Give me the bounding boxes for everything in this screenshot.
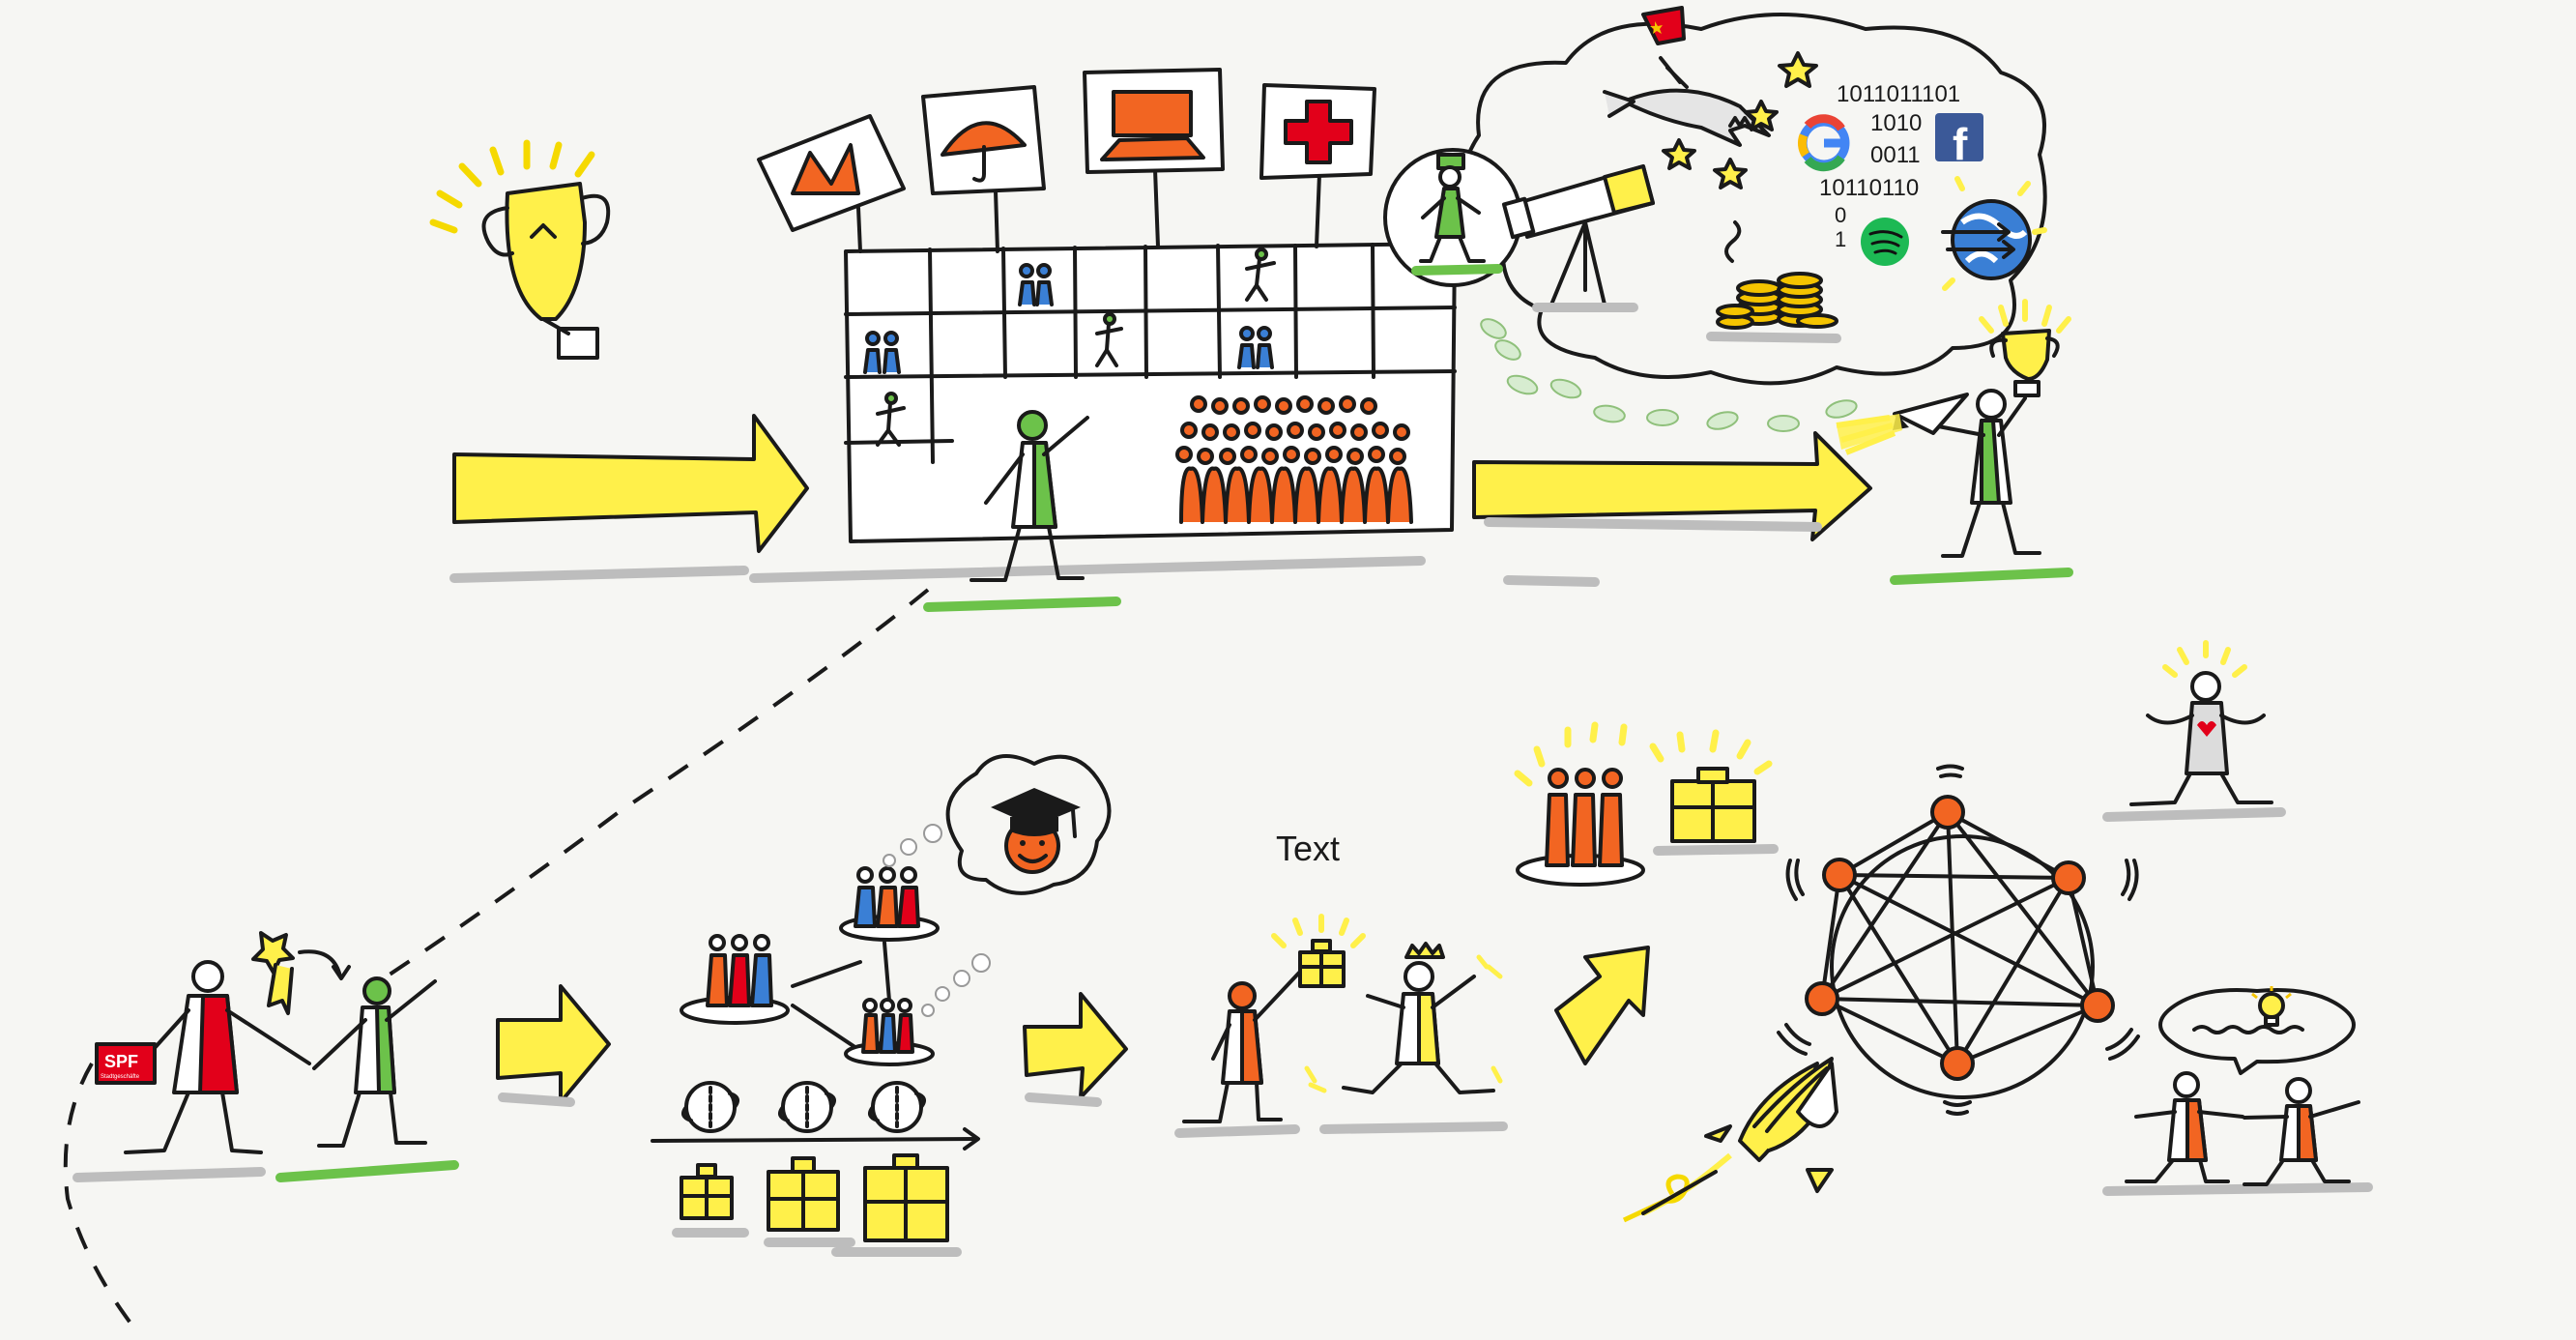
- binary-line-1: 1011011101: [1837, 81, 1960, 107]
- google-icon: G: [1798, 114, 1850, 172]
- gift-handover-scene: [1174, 914, 1508, 1138]
- team-with-gift-scene: [1514, 721, 1779, 887]
- handshake-scene: SPF Stadtgeschäfte: [72, 931, 459, 1182]
- network-graph: [1777, 764, 2140, 1116]
- timeline-scene: [651, 1081, 980, 1257]
- trophy-icon: [429, 139, 611, 360]
- arrow-right-3: [496, 984, 611, 1107]
- sign-computer-icon: [1083, 68, 1225, 248]
- clock-icon: [777, 1081, 837, 1133]
- team-network-scene: [680, 754, 1112, 1066]
- binary-line-2: 1010: [1870, 110, 1922, 136]
- spf-badge-label: SPF: [104, 1052, 138, 1071]
- grid-board: [749, 242, 1457, 583]
- grid-people-green: [876, 248, 1276, 447]
- lightbulb-icon: [2251, 986, 2292, 1027]
- telescope-scene: [1383, 148, 1655, 312]
- eu-stars-icon: [1662, 51, 1818, 189]
- shark-icon: [1603, 6, 1771, 147]
- clock-icon: [680, 1081, 740, 1133]
- arrow-right-2: [1472, 431, 1872, 587]
- binary-text: 1011011101 1010 0011 10110110 0 1: [1819, 81, 1960, 251]
- person-green-megaphone: [1836, 299, 2073, 585]
- arrow-right-1: [449, 414, 809, 583]
- thought-cloud: G 1011011101 1010 0011 10110110 0 1 f: [1462, 6, 2047, 432]
- gift-box-icon: [764, 1156, 855, 1247]
- grid-people-blue: [863, 263, 1274, 374]
- facebook-letter: f: [1953, 119, 1968, 169]
- binary-line-6: 1: [1835, 227, 1846, 251]
- binary-line-3: 0011: [1870, 142, 1921, 168]
- sign-medical-cross-icon: [1259, 83, 1376, 248]
- sign-factory-icon: [757, 114, 906, 253]
- dashed-path: [63, 588, 930, 1331]
- person-green-pointing: [923, 410, 1121, 612]
- graduate-icon: [991, 788, 1081, 874]
- binary-line-4: 10110110: [1819, 175, 1919, 201]
- arrow-diagonal: [1554, 946, 1650, 1065]
- spotify-icon: [1861, 218, 1909, 266]
- globe-icon: [1941, 176, 2047, 291]
- text-label: Text: [1276, 829, 1340, 868]
- binary-line-5: 0: [1835, 203, 1846, 227]
- footprints: [1480, 318, 1858, 432]
- sign-umbrella-icon: [921, 85, 1046, 253]
- gift-box-icon: [672, 1163, 749, 1238]
- spf-badge-sub: Stadtgeschäfte: [101, 1074, 140, 1080]
- two-people-idea-scene: [2102, 986, 2373, 1196]
- gift-box-icon: [831, 1153, 962, 1257]
- crowd-icon: [1175, 395, 1413, 524]
- person-with-heart: [2102, 640, 2286, 822]
- arrow-right-4: [1023, 992, 1128, 1107]
- clock-icon: [867, 1081, 927, 1133]
- rocket-icon: [1622, 1057, 1838, 1223]
- facebook-icon: f: [1935, 113, 1983, 169]
- coins-icon: [1706, 220, 1841, 343]
